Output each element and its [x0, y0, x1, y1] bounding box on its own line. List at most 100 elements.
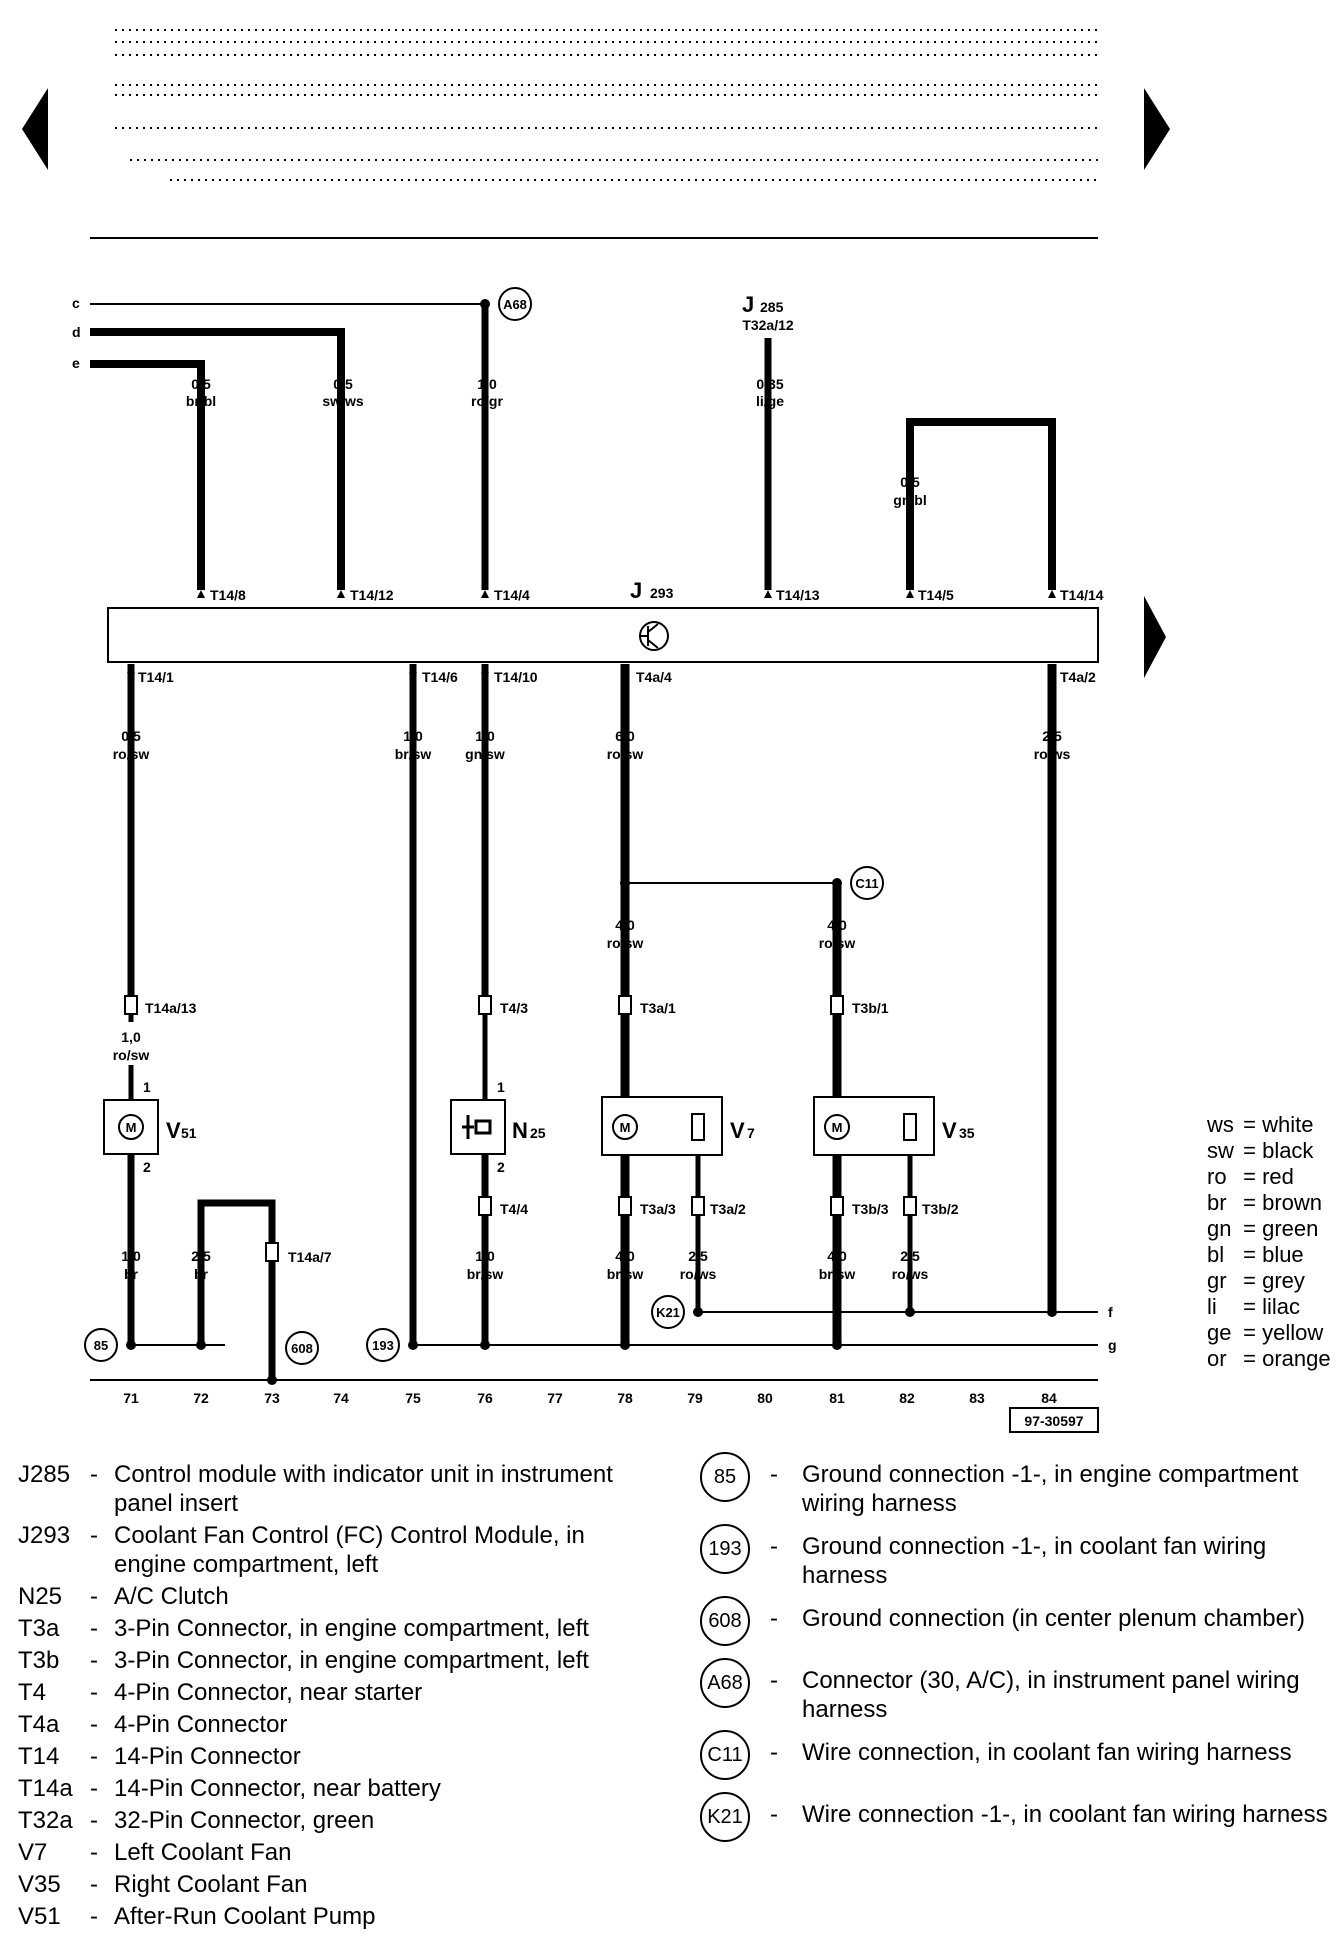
color-key-name: grey	[1262, 1268, 1305, 1293]
pin-t14-1: T14/1	[138, 669, 174, 685]
legend-row: N25-A/C Clutch	[18, 1582, 658, 1611]
wire11-color: ro/sw	[607, 935, 644, 951]
equals-sign: =	[1237, 1346, 1263, 1371]
wire4-color: li/ge	[756, 393, 784, 409]
next-page-button[interactable]	[1144, 88, 1170, 175]
wire15-size: 2,5	[191, 1248, 211, 1264]
j285-sub: 285	[760, 299, 784, 315]
color-key-row: ro = red	[1207, 1164, 1331, 1190]
color-key-abbr: li	[1207, 1294, 1217, 1319]
pin-t14-5: T14/5	[918, 587, 954, 603]
track-78: 78	[617, 1390, 633, 1406]
connector-c11-label: C11	[855, 876, 878, 891]
equals-sign: =	[1237, 1320, 1263, 1345]
legend-desc: 14-Pin Connector, near battery	[114, 1775, 441, 1802]
legend-desc: 4-Pin Connector, near starter	[114, 1679, 423, 1706]
legend-desc: After-Run Coolant Pump	[114, 1903, 376, 1930]
diagram-code: 97-30597	[1024, 1413, 1083, 1429]
previous-page-button[interactable]	[22, 88, 48, 175]
track-83: 83	[969, 1390, 985, 1406]
legend-code: J293	[18, 1522, 71, 1549]
legend-code: T3a	[18, 1615, 60, 1642]
color-key-row: sw = black	[1207, 1138, 1331, 1164]
legend-dash: -	[90, 1679, 98, 1706]
legend-row: T4 -4-Pin Connector, near starter	[18, 1678, 658, 1707]
n25-pin1: 1	[497, 1079, 505, 1095]
legend-dash: -	[770, 1801, 778, 1828]
n25-component	[450, 1099, 506, 1155]
legend-row: J293-Coolant Fan Control (FC) Control Mo…	[18, 1521, 658, 1579]
color-key-abbr: sw	[1207, 1138, 1234, 1163]
v51-label: V	[166, 1118, 181, 1143]
wire19-size: 4,0	[827, 1248, 847, 1264]
legend-dash: -	[90, 1647, 98, 1674]
equals-sign: =	[1237, 1216, 1263, 1241]
legend-row: C11-Wire connection, in coolant fan wiri…	[700, 1730, 1330, 1780]
legend-code: N25	[18, 1583, 63, 1610]
legend-desc: Ground connection (in center plenum cham…	[802, 1605, 1305, 1632]
connector-k21	[651, 1295, 685, 1329]
color-key-row: br = brown	[1207, 1190, 1331, 1216]
legend-desc: 3-Pin Connector, in engine compartment, …	[114, 1647, 589, 1674]
bus-label-c: c	[72, 295, 80, 311]
legend-row: T14-14-Pin Connector	[18, 1742, 658, 1771]
color-key-name: white	[1262, 1112, 1314, 1137]
legend-dash: -	[90, 1839, 98, 1866]
wire-d	[90, 328, 345, 590]
pin-t4-3: T4/3	[500, 1000, 528, 1016]
legend-row: J285-Control module with indicator unit …	[18, 1460, 658, 1518]
wire3-color: ro/gr	[471, 393, 503, 409]
legend-right: 85-Ground connection -1-, in engine comp…	[700, 1452, 1330, 1842]
n25-label: N	[512, 1118, 528, 1143]
pin-t3b-1: T3b/1	[852, 1000, 889, 1016]
legend-desc: Control module with indicator unit in in…	[114, 1461, 613, 1517]
color-key-abbr: br	[1207, 1190, 1227, 1215]
legend-row: K21-Wire connection -1-, in coolant fan …	[700, 1792, 1330, 1842]
equals-sign: =	[1237, 1268, 1263, 1293]
track-76: 76	[477, 1390, 493, 1406]
color-key-row: gn = green	[1207, 1216, 1331, 1242]
n25-sub: 25	[530, 1125, 546, 1141]
legend-desc: Connector (30, A/C), in instrument panel…	[802, 1667, 1300, 1723]
pin-t3a-2: T3a/2	[710, 1201, 746, 1217]
pin-t4a-2: T4a/2	[1060, 669, 1096, 685]
color-key-name: blue	[1262, 1242, 1304, 1267]
wire7-size: 1,0	[403, 728, 423, 744]
wire5-color: gn/bl	[893, 492, 926, 508]
legend-row: 608-Ground connection (in center plenum …	[700, 1596, 1330, 1646]
next-section-button[interactable]	[1144, 596, 1166, 683]
legend-circle-code: K21	[700, 1792, 750, 1842]
color-key-abbr: gn	[1207, 1216, 1232, 1241]
legend-dash: -	[770, 1739, 778, 1766]
motor-icon: M	[126, 1120, 137, 1135]
wire8-color: gn/sw	[465, 746, 505, 762]
ground-85-label: 85	[94, 1338, 108, 1353]
wire13-color: ro/sw	[113, 1047, 150, 1063]
v51-sub: 51	[181, 1125, 197, 1141]
legend-desc: Coolant Fan Control (FC) Control Module,…	[114, 1522, 585, 1578]
connector-markers-upper	[124, 995, 844, 1015]
legend-desc: Ground connection -1-, in engine compart…	[802, 1461, 1299, 1517]
pin-t3b-2: T3b/2	[922, 1201, 959, 1217]
legend-left: J285 - Control module with indicator unit …	[18, 1460, 658, 1934]
pin-t14-14: T14/14	[1060, 587, 1104, 603]
legend-circle-code: 608	[700, 1596, 750, 1646]
legend-code: J285	[18, 1461, 71, 1488]
legend-dash: -	[770, 1533, 778, 1560]
connector-c11	[850, 866, 884, 900]
legend-desc: Left Coolant Fan	[114, 1839, 292, 1866]
wire12-size: 4,0	[827, 917, 847, 933]
legend-row: A68-Connector (30, A/C), in instrument p…	[700, 1658, 1330, 1724]
color-key-row: li = lilac	[1207, 1294, 1331, 1320]
track-71: 71	[123, 1390, 139, 1406]
color-key-abbr: gr	[1207, 1268, 1227, 1293]
legend-code: T4	[18, 1679, 47, 1706]
track-80: 80	[757, 1390, 773, 1406]
legend-code: V51	[18, 1903, 61, 1930]
wire20-size: 2,5	[900, 1248, 920, 1264]
ground-193	[366, 1328, 400, 1362]
track-75: 75	[405, 1390, 421, 1406]
pin-t14-8: T14/8	[210, 587, 246, 603]
legend-desc: 14-Pin Connector	[114, 1743, 301, 1770]
bus-label-d: d	[72, 324, 81, 340]
